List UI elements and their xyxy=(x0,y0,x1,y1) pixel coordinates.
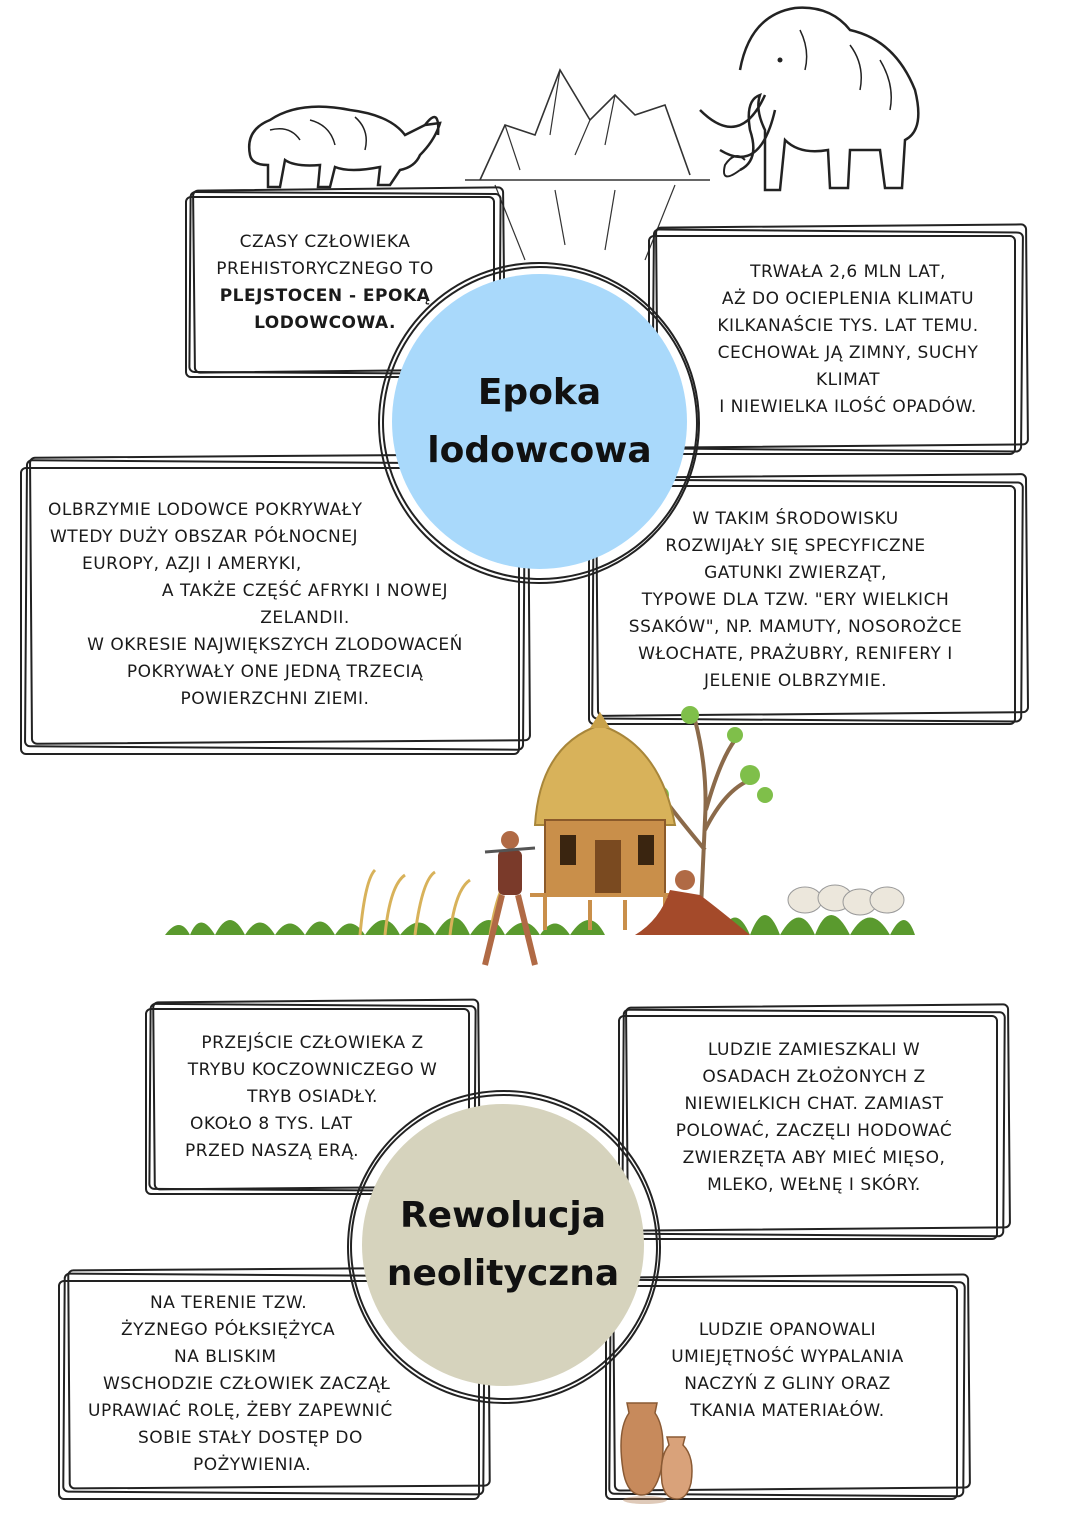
box-line: OLBRZYMIE LODOWCE POKRYWAŁY xyxy=(48,500,363,520)
box-line: GATUNKI ZWIERZĄT, xyxy=(704,562,887,583)
box-line: PRZED NASZĄ ERĄ. xyxy=(185,1141,360,1161)
box-line: WŁOCHATE, PRAŻUBRY, RENIFERY I xyxy=(638,643,953,664)
box-line: OSADACH ZŁOŻONYCH Z xyxy=(702,1066,926,1087)
iceberg-icon xyxy=(465,68,710,261)
box-line: ZWIERZĘTA ABY MIEĆ MIĘSO, xyxy=(682,1147,946,1168)
settlement-scene xyxy=(165,706,915,966)
box-line: UMIEJĘTNOŚĆ WYPALANIA xyxy=(671,1347,904,1367)
box-line: NACZYŃ Z GLINY ORAZ xyxy=(684,1374,891,1394)
box-line: LUDZIE OPANOWALI xyxy=(698,1320,877,1340)
hunter-icon xyxy=(482,831,538,966)
info-box-glaciers: OLBRZYMIE LODOWCE POKRYWAŁY WTEDY DUŻY O… xyxy=(20,453,531,755)
box-line: EUROPY, AZJI I AMERYKI, xyxy=(82,554,302,574)
info-box-pottery: LUDZIE OPANOWALI UMIEJĘTNOŚĆ WYPALANIA N… xyxy=(605,1273,971,1500)
info-box-fertile-crescent: NA TERENIE TZW. ŻYZNEGO PÓŁKSIĘŻYCA NA B… xyxy=(58,1266,491,1500)
box-line: TRWAŁA 2,6 MLN LAT, xyxy=(750,262,946,282)
info-box-animals: W TAKIM ŚRODOWISKU ROZWIJAŁY SIĘ SPECYFI… xyxy=(588,473,1030,725)
box-line: A TAKŻE CZĘŚĆ AFRYKI I NOWEJ xyxy=(161,581,449,601)
box-line: W TAKIM ŚRODOWISKU xyxy=(692,508,899,529)
title-line: neolityczna xyxy=(386,1253,620,1294)
box-line: SOBIE STAŁY DOSTĘP DO xyxy=(138,1427,363,1448)
box-line: W OKRESIE NAJWIĘKSZYCH ZLODOWACEŃ xyxy=(87,635,463,655)
box-line: JELENIE OLBRZYMIE. xyxy=(703,670,888,691)
hut-icon xyxy=(530,712,680,930)
box-line: ZELANDII. xyxy=(260,608,350,628)
info-box-sedentary: PRZEJŚCIE CZŁOWIEKA Z TRYBU KOCZOWNICZEG… xyxy=(145,998,481,1195)
ice-age-ring xyxy=(378,262,700,584)
box-line: ROZWIJAŁY SIĘ SPECYFICZNE xyxy=(665,535,926,556)
box-line: TRYB OSIADŁY. xyxy=(247,1087,378,1107)
box-line: ŻYZNEGO PÓŁKSIĘŻYCA xyxy=(121,1319,336,1340)
box-line: SSAKÓW", NP. MAMUTY, NOSOROŻCE xyxy=(628,616,963,637)
sheep-icon xyxy=(787,884,905,916)
box-line: WSCHODZIE CZŁOWIEK ZACZĄŁ xyxy=(103,1373,391,1394)
title-line: lodowcowa xyxy=(427,429,652,471)
box-line: PRZEJŚCIE CZŁOWIEKA Z xyxy=(201,1033,424,1053)
box-line: NA TERENIE TZW. xyxy=(150,1292,308,1313)
clay-pots-icon xyxy=(620,1402,693,1504)
title-line: Rewolucja xyxy=(399,1195,607,1236)
neolithic-circle xyxy=(362,1104,644,1386)
box-line: NA BLISKIM xyxy=(174,1346,277,1367)
box-line: POŻYWIENIA. xyxy=(193,1454,312,1475)
box-line: WTEDY DUŻY OBSZAR PÓŁNOCNEJ xyxy=(50,527,359,547)
box-line: POLOWAĆ, ZACZĘLI HODOWAĆ xyxy=(675,1120,953,1141)
box-line: I NIEWIELKA ILOŚĆ OPADÓW. xyxy=(719,397,977,417)
box-line: KILKANAŚCIE TYS. LAT TEMU. xyxy=(717,316,979,336)
box-line: NIEWIELKICH CHAT. ZAMIAST xyxy=(684,1093,944,1114)
neolithic-ring xyxy=(347,1090,661,1404)
box-line: POWIERZCHNI ZIEMI. xyxy=(180,689,370,709)
info-box-settlements: LUDZIE ZAMIESZKALI W OSADACH ZŁOŻONYCH Z… xyxy=(618,1003,1011,1240)
box-line: AŻ DO OCIEPLENIA KLIMATU xyxy=(721,289,975,309)
ice-age-circle xyxy=(392,274,687,569)
neolithic-title: Rewolucja neolityczna xyxy=(350,1104,656,1386)
box-line: MLEKO, WEŁNĘ I SKÓRY. xyxy=(707,1174,921,1195)
title-line: Epoka xyxy=(477,371,602,413)
box-line: LODOWCOWA. xyxy=(254,313,396,333)
box-line: CECHOWAŁ JĄ ZIMNY, SUCHY xyxy=(717,343,979,363)
box-line: KLIMAT xyxy=(816,370,880,390)
mammoth-icon xyxy=(699,6,920,192)
box-line: TRYBU KOCZOWNICZEGO W xyxy=(187,1060,438,1080)
sitting-woman-icon xyxy=(635,870,750,935)
ice-age-title: Epoka lodowcowa xyxy=(392,274,687,569)
box-line: PLEJSTOCEN - EPOKĄ xyxy=(219,286,431,306)
box-line: PREHISTORYCZNEGO TO xyxy=(216,259,434,279)
info-box-duration: TRWAŁA 2,6 MLN LAT, AŻ DO OCIEPLENIA KLI… xyxy=(648,223,1029,455)
box-line: TYPOWE DLA TZW. "ERY WIELKICH xyxy=(641,589,950,610)
box-line: OKOŁO 8 TYS. LAT xyxy=(190,1114,353,1134)
woolly-rhino-icon xyxy=(247,105,442,189)
box-line: UPRAWIAĆ ROLĘ, ŻEBY ZAPEWNIĆ xyxy=(88,1400,393,1421)
box-line: TKANIA MATERIAŁÓW. xyxy=(690,1401,885,1421)
box-line: LUDZIE ZAMIESZKALI W xyxy=(707,1039,921,1060)
box-line: POKRYWAŁY ONE JEDNĄ TRZECIĄ xyxy=(126,662,424,682)
box-line: CZASY CZŁOWIEKA xyxy=(239,232,411,252)
